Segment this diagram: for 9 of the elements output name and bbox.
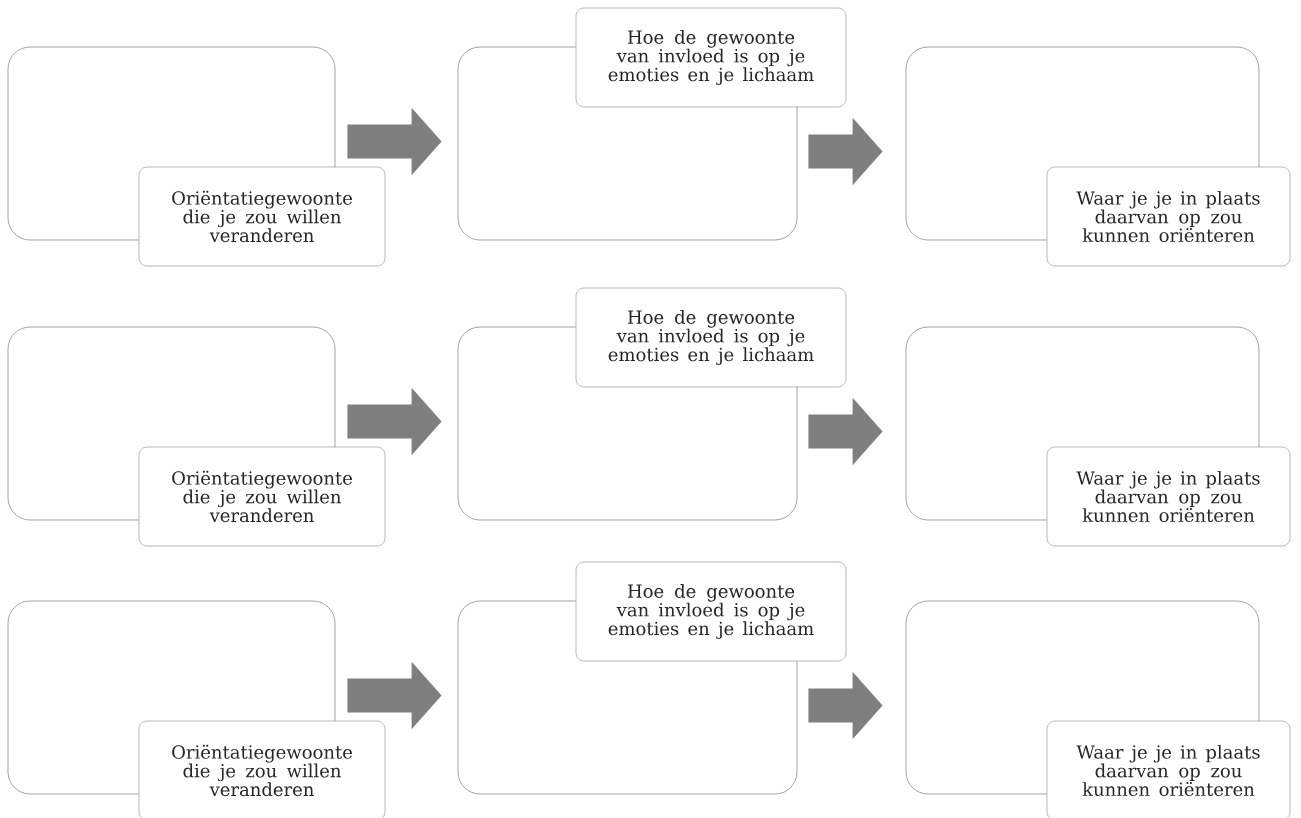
label-box: Hoe de gewoonte van invloed is op je emoties en je lichaam <box>575 287 847 388</box>
label-box: Hoe de gewoonte van invloed is op je emoties en je lichaam <box>575 561 847 662</box>
label-box: Waar je je in plaats daarvan op zou kunnen oriënteren <box>1046 720 1291 818</box>
label-box: Oriëntatiegewoonte die je zou willen veranderen <box>138 720 386 818</box>
label-box: Waar je je in plaats daarvan op zou kunnen oriënteren <box>1046 166 1291 267</box>
label-box: Oriëntatiegewoonte die je zou willen veranderen <box>138 166 386 267</box>
label-box: Oriëntatiegewoonte die je zou willen veranderen <box>138 446 386 547</box>
label-box: Hoe de gewoonte van invloed is op je emoties en je lichaam <box>575 7 847 108</box>
label-box: Waar je je in plaats daarvan op zou kunnen oriënteren <box>1046 446 1291 547</box>
